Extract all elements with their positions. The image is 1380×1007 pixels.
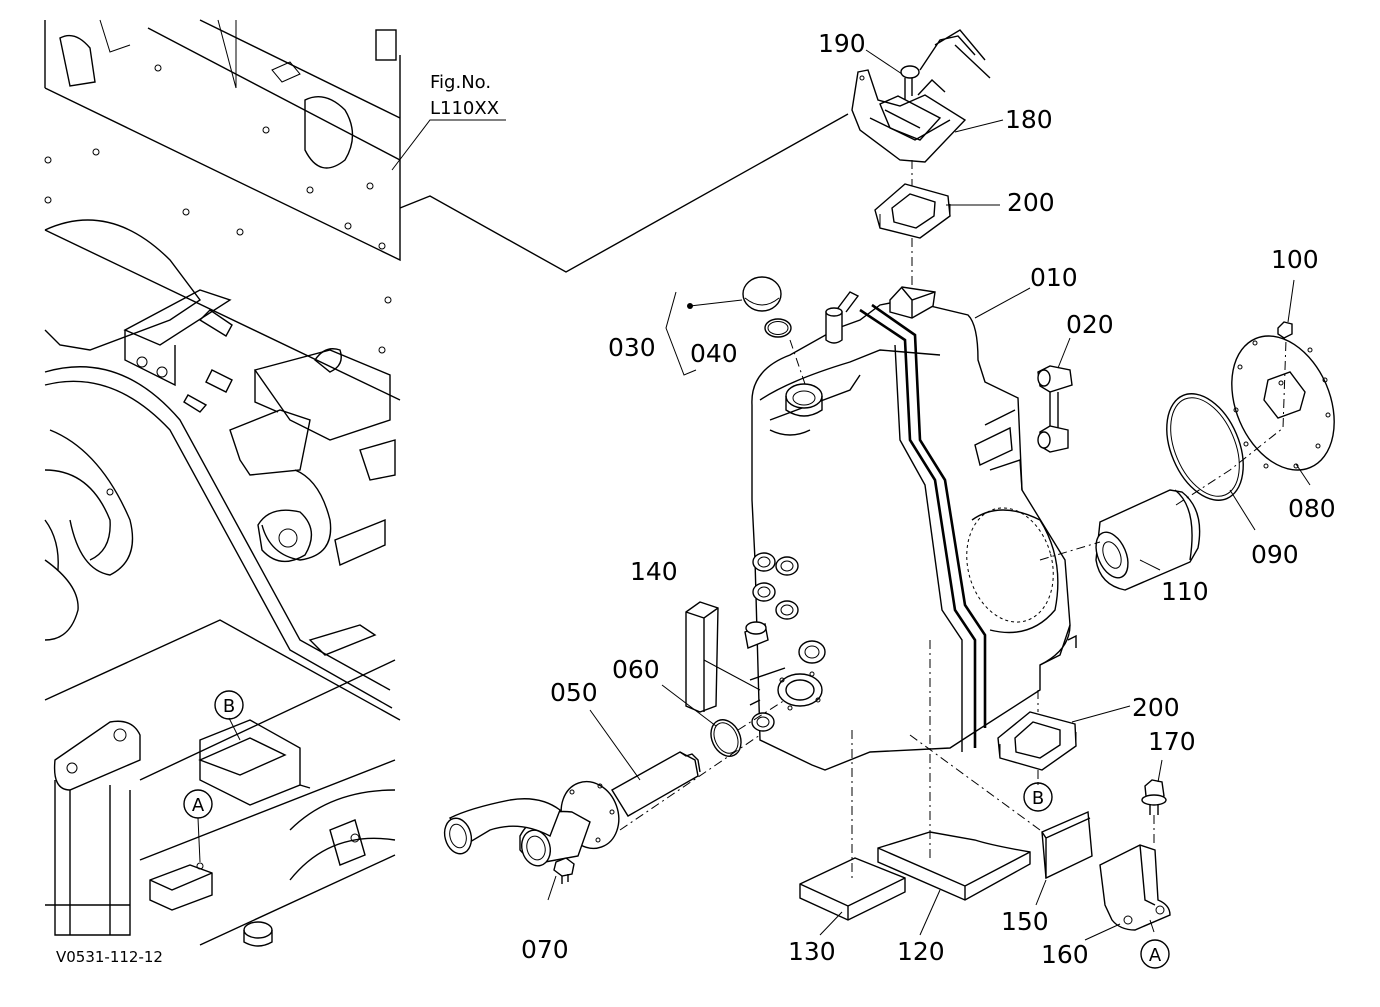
callout-100: 100 <box>1271 245 1319 274</box>
leader-bracket-to-frame <box>399 113 849 273</box>
callout-190: 190 <box>818 29 866 58</box>
callout-080: 080 <box>1288 494 1336 523</box>
reference-markers: B A B A <box>183 690 1170 969</box>
callout-labels: 190 180 200 010 020 100 030 040 080 090 … <box>521 29 1336 969</box>
filler-cap-group <box>665 276 806 385</box>
callout-180: 180 <box>1005 105 1053 134</box>
fig-ref-title: Fig.No. <box>430 72 491 93</box>
suction-pipe <box>443 734 761 867</box>
level-gauge-fitting <box>1037 365 1073 453</box>
callout-200-bottom: 200 <box>1132 693 1180 722</box>
suction-filter-group <box>1039 321 1335 591</box>
callout-070: 070 <box>521 935 569 964</box>
tank-body <box>744 286 1077 771</box>
marker-a-right: A <box>1149 945 1162 966</box>
top-bracket-group <box>851 29 991 163</box>
callout-120: 120 <box>897 937 945 966</box>
callout-040: 040 <box>690 339 738 368</box>
callout-110: 110 <box>1161 577 1209 606</box>
side-bracket-group <box>909 734 1171 931</box>
rubber-grommet-top <box>874 183 951 239</box>
pipe-o-ring <box>710 699 786 757</box>
marker-b-left: B <box>223 696 235 717</box>
figure-reference: Fig.No. L110XX <box>391 72 506 171</box>
leader-lines <box>197 49 1311 941</box>
fig-ref-code: L110XX <box>430 98 499 119</box>
rubber-pads <box>799 640 1031 921</box>
callout-010: 010 <box>1030 263 1078 292</box>
callout-200-top: 200 <box>1007 188 1055 217</box>
callout-160: 160 <box>1041 940 1089 969</box>
callout-150: 150 <box>1001 907 1049 936</box>
marker-b-right: B <box>1032 788 1044 809</box>
callout-060: 060 <box>612 655 660 684</box>
callout-020: 020 <box>1066 310 1114 339</box>
marker-a-left: A <box>192 795 205 816</box>
callout-170: 170 <box>1148 727 1196 756</box>
callout-050: 050 <box>550 678 598 707</box>
callout-140: 140 <box>630 557 678 586</box>
bolt-070 <box>553 857 575 884</box>
rubber-block <box>685 601 761 713</box>
rubber-grommet-bottom <box>997 690 1077 782</box>
tank-ports <box>744 552 826 732</box>
callout-030: 030 <box>608 333 656 362</box>
callout-090: 090 <box>1251 540 1299 569</box>
drawing-id: V0531-112-12 <box>56 948 163 966</box>
callout-130: 130 <box>788 937 836 966</box>
chassis-frame-context <box>44 19 401 947</box>
